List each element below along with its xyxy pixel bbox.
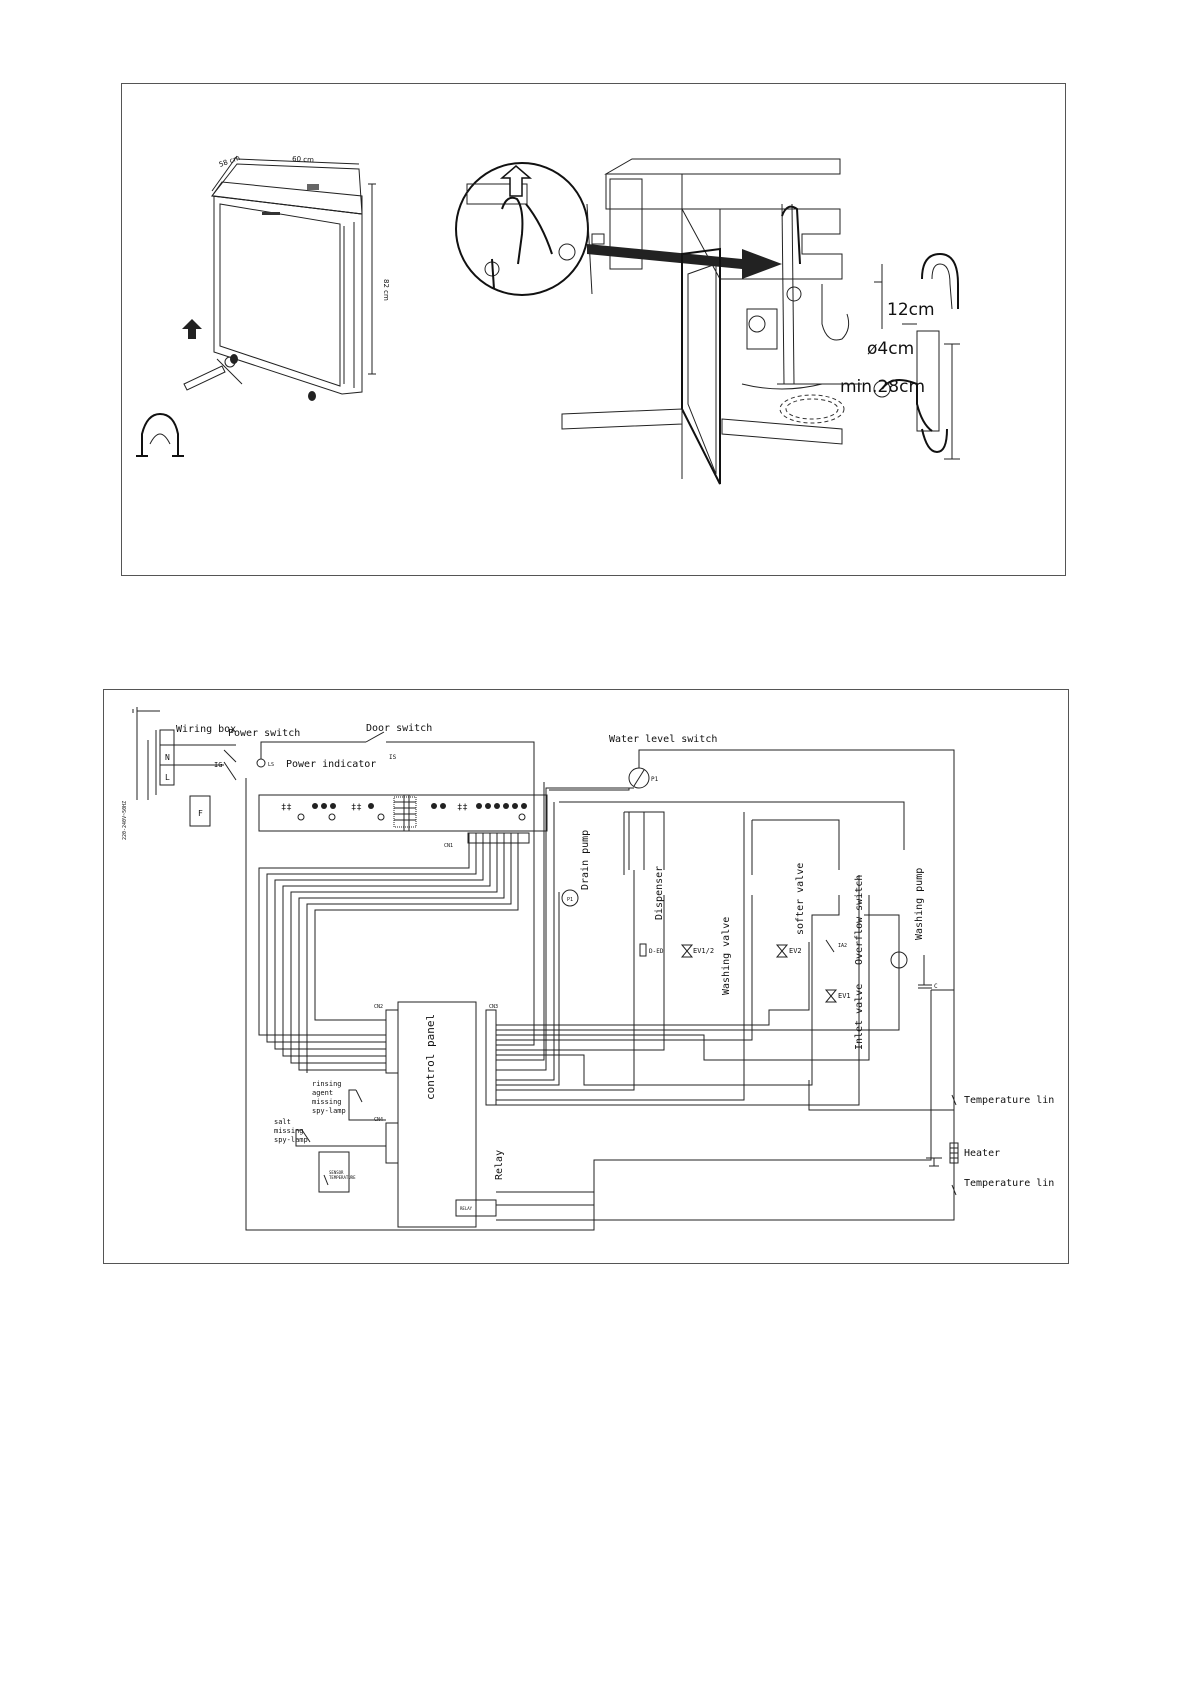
door-switch-label: Door switch xyxy=(366,723,432,734)
temperature-limit-bottom-label: Temperature lin xyxy=(964,1178,1054,1189)
temperature-sensor xyxy=(318,1151,350,1193)
door-switch xyxy=(341,731,404,743)
wiring-box-terminal xyxy=(159,729,175,786)
hose-diameter-label: ø4cm xyxy=(867,339,914,359)
cn3-label: CN3 xyxy=(489,1004,498,1010)
softer-valve-label: softer valve xyxy=(795,863,806,935)
adjust-foot-illustration xyxy=(136,319,243,457)
relay-box-label: RELAY xyxy=(460,1206,473,1211)
washing-pump-label: Washing pump xyxy=(914,868,925,940)
inlet-valve-ev1-label: EV1 xyxy=(838,992,851,1000)
wiring-box-label: Wiring box xyxy=(176,724,236,735)
control-panel-board xyxy=(385,1001,497,1228)
power-indicator-label: Power indicator xyxy=(286,759,376,770)
rinsing-agent-line-4: spy-lamp xyxy=(312,1107,346,1115)
hose-height-label: 12cm xyxy=(887,300,935,320)
svg-text:‡‡: ‡‡ xyxy=(281,803,292,813)
drain-pump xyxy=(561,889,579,907)
dispenser-d-ed-label: D-ED xyxy=(649,948,664,955)
washing-valve-label: Washing valve xyxy=(721,917,732,995)
power-switch-label: Power switch xyxy=(228,728,300,739)
hose-connection-detail xyxy=(455,162,605,296)
dispenser-label: Dispenser xyxy=(654,866,665,920)
wiring-schematic: N L F Wiring box 220-240V~50HZ Power swi… xyxy=(122,707,1054,1231)
is-label: IS xyxy=(389,754,397,761)
softer-valve xyxy=(775,944,789,958)
overflow-switch xyxy=(825,939,835,953)
rinsing-agent-line-2: agent xyxy=(312,1089,333,1097)
cabinet-width-label: 60 cm xyxy=(292,155,314,164)
inlet-valve xyxy=(824,989,838,1003)
salt-missing-line-2: missing xyxy=(274,1127,304,1135)
temperature-limiter-bottom xyxy=(951,1184,957,1196)
salt-missing-line-3: spy-lamp xyxy=(274,1136,308,1144)
svg-text:‡‡: ‡‡ xyxy=(351,803,362,813)
sensor-temperature-line-1: SENSOR xyxy=(329,1170,344,1175)
voltage-label: 220-240V~50HZ xyxy=(122,801,128,840)
capacitor-label: C xyxy=(934,983,938,990)
rinsing-agent-switch xyxy=(348,1089,386,1121)
sensor-temperature-line-2: TEMPERATURE xyxy=(329,1175,356,1180)
heater-element xyxy=(926,1142,959,1167)
washing-valve-ev12-label: EV1/2 xyxy=(693,947,714,955)
svg-text:‡‡: ‡‡ xyxy=(457,803,468,813)
temperature-limiter-top xyxy=(951,1094,957,1106)
direction-arrow xyxy=(587,244,782,279)
cabinet-height-label: 82 cm xyxy=(382,279,390,301)
cn2-label: CN2 xyxy=(374,1004,383,1010)
display-board: ‡‡ ‡‡ ‡‡ xyxy=(258,794,548,844)
drain-trap-detail xyxy=(873,252,960,460)
salt-missing-switch xyxy=(295,1129,386,1147)
dispenser xyxy=(639,943,647,957)
water-level-switch xyxy=(628,767,650,789)
control-panel-label: control panel xyxy=(424,1014,437,1100)
ia2-label: IA2 xyxy=(838,943,847,949)
inlet-valve-label: Inlet valve xyxy=(854,984,865,1050)
p1-label: P1 xyxy=(651,776,659,783)
overflow-switch-label: Overflow switch xyxy=(854,875,865,965)
wiring-diagram-panel: N L F Wiring box 220-240V~50HZ Power swi… xyxy=(103,689,1069,1264)
fuse-box xyxy=(189,795,211,827)
ls-label: LS xyxy=(268,762,274,768)
under-counter-install-scene xyxy=(561,158,850,485)
installation-drawing: 60 cm 58 cm 82 cm xyxy=(136,154,960,485)
cn1-label: CN1 xyxy=(444,843,453,849)
installation-illustration-panel: 60 cm 58 cm 82 cm xyxy=(121,83,1066,576)
wire-bundle xyxy=(245,741,955,1231)
power-entry xyxy=(132,707,211,827)
washing-valve xyxy=(680,944,694,958)
heater-label: Heater xyxy=(964,1148,1000,1159)
washing-pump xyxy=(890,951,932,989)
salt-missing-line-1: salt xyxy=(274,1118,291,1126)
line-label: L xyxy=(165,773,170,782)
drain-pump-p1-label: P1 xyxy=(567,897,573,903)
water-level-switch-label: Water level switch xyxy=(609,734,717,745)
rinsing-agent-line-3: missing xyxy=(312,1098,342,1106)
power-switch xyxy=(174,744,266,781)
neutral-label: N xyxy=(165,753,170,762)
dishwasher-cabinet xyxy=(211,155,376,401)
fuse-label: F xyxy=(198,809,203,818)
temperature-limit-top-label: Temperature lin xyxy=(964,1095,1054,1106)
drain-pump-label: Drain pump xyxy=(580,830,591,890)
softer-valve-ev2-label: EV2 xyxy=(789,947,802,955)
rinsing-agent-line-1: rinsing xyxy=(312,1080,342,1088)
ig-label: IG xyxy=(214,761,222,769)
relay-label: Relay xyxy=(494,1150,505,1180)
min-height-label: min.28cm xyxy=(840,377,925,397)
